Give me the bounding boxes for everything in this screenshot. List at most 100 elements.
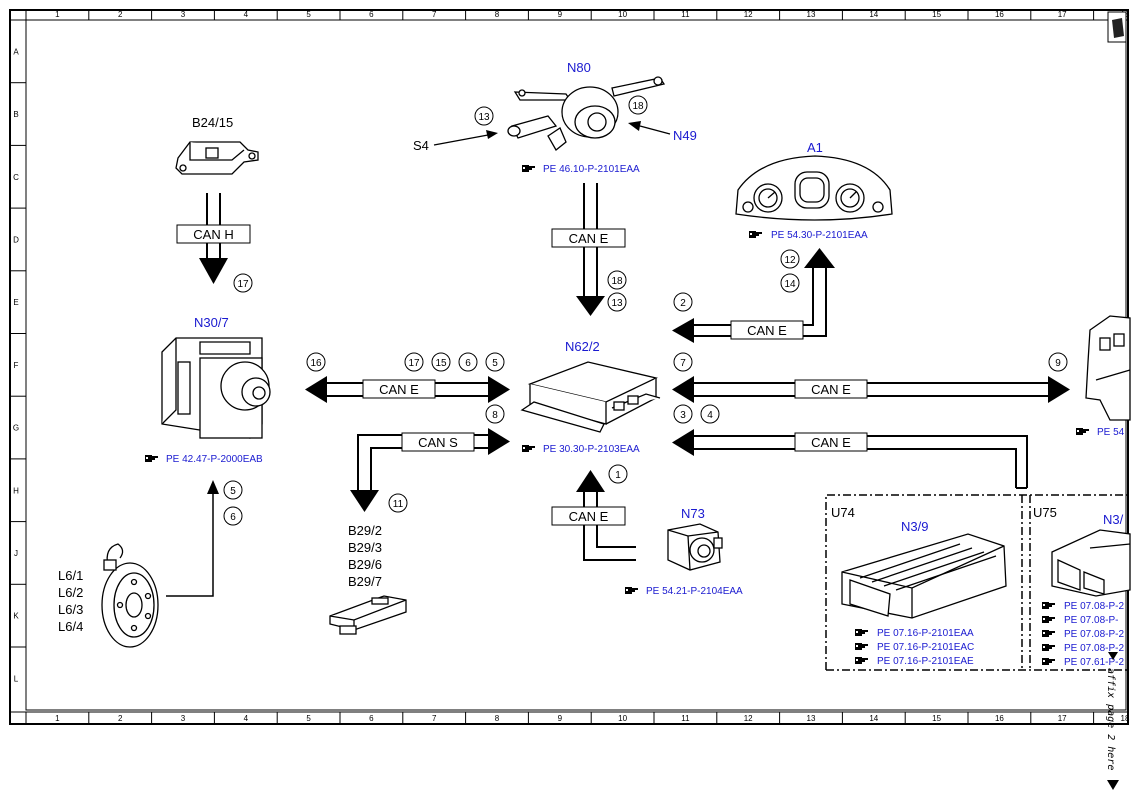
n30-7-ref: PE 42.47-P-2000EAB: [145, 454, 263, 465]
column-number: 3: [181, 714, 186, 723]
svg-text:15: 15: [435, 358, 447, 369]
n3-9-engine-control-unit-icon: [841, 533, 1007, 619]
svg-text:PE 30.30-P-2103EAA: PE 30.30-P-2103EAA: [543, 444, 640, 455]
can-e-right-bus-arrow: CAN E: [672, 376, 1070, 403]
column-number: 3: [181, 10, 186, 19]
svg-text:PE 54.30-P-2101EAA: PE 54.30-P-2101EAA: [771, 230, 868, 241]
callout-8: 8: [485, 404, 505, 424]
can-e-n80-label: CAN E: [569, 231, 609, 246]
column-number: 15: [932, 714, 941, 723]
can-e-left-label: CAN E: [379, 382, 419, 397]
can-e-lower-bus-arrow: CAN E: [672, 429, 1028, 489]
column-number: 16: [995, 714, 1004, 723]
row-letter: D: [13, 235, 19, 244]
column-number: 14: [869, 10, 878, 19]
row-letter: G: [13, 424, 19, 433]
column-number: 5: [306, 714, 311, 723]
column-number: 11: [681, 714, 690, 723]
column-number: 16: [995, 10, 1004, 19]
b24-15-sensor-icon: [175, 141, 259, 175]
column-number: 9: [558, 714, 563, 723]
svg-text:11: 11: [393, 499, 404, 510]
corner-mark-icon: [1107, 11, 1127, 43]
callout-1: 1: [608, 464, 628, 484]
can-e-right-label: CAN E: [811, 382, 851, 397]
column-number: 17: [1058, 714, 1067, 723]
column-number: 13: [807, 10, 816, 19]
callout-13: 13: [607, 292, 627, 312]
column-number: 5: [306, 10, 311, 19]
callout-3: 3: [673, 404, 693, 424]
callout-5-f: 5: [485, 352, 505, 372]
svg-text:5: 5: [230, 486, 236, 497]
b24-15-label: B24/15: [192, 115, 233, 130]
can-s-bus-arrow: CAN S: [350, 428, 510, 512]
can-h-label: CAN H: [193, 227, 233, 242]
svg-text:5: 5: [492, 358, 498, 369]
svg-text:18: 18: [632, 101, 644, 112]
svg-text:4: 4: [707, 410, 713, 421]
u75-ref-2: PE 07.08-P-: [1042, 615, 1118, 626]
a1-ref: PE 54.30-P-2101EAA: [749, 230, 868, 241]
svg-text:13: 13: [611, 298, 623, 309]
n62-2-label: N62/2: [565, 339, 600, 354]
column-number: 7: [432, 714, 437, 723]
can-e-n30-7-bus-arrow: CAN E: [305, 376, 510, 403]
n30-7-abs-unit-icon: [161, 337, 271, 439]
u75-control-unit-icon: [1051, 529, 1131, 597]
l6-4-label: L6/4: [58, 619, 83, 634]
u75-label: U75: [1033, 505, 1057, 520]
n49-pointer-arrow: [628, 121, 671, 135]
b29-7-label: B29/7: [348, 574, 382, 589]
callout-14: 14: [780, 273, 800, 293]
svg-text:17: 17: [408, 358, 420, 369]
l6-1-label: L6/1: [58, 568, 83, 583]
u74-ref-3: PE 07.16-P-2101EAE: [855, 656, 974, 667]
callout-7: 7: [673, 352, 693, 372]
b29-3-label: B29/3: [348, 540, 382, 555]
svg-text:PE 07.08-P-: PE 07.08-P-: [1064, 615, 1118, 626]
can-e-n73-bus-arrow: CAN E: [551, 470, 636, 561]
svg-text:6: 6: [230, 512, 236, 523]
column-number: 4: [244, 10, 249, 19]
column-number: 2: [118, 10, 123, 19]
svg-text:7: 7: [680, 358, 686, 369]
can-e-n80-bus-arrow: CAN E: [551, 183, 626, 316]
n80-label: N80: [567, 60, 591, 75]
callout-2: 2: [673, 292, 693, 312]
can-s-label: CAN S: [418, 435, 458, 450]
column-number: 8: [495, 10, 500, 19]
svg-text:9: 9: [1055, 358, 1061, 369]
n62-2-ref: PE 30.30-P-2103EAA: [522, 444, 640, 455]
column-number: 6: [369, 714, 374, 723]
svg-text:1: 1: [615, 470, 621, 481]
u74-ref-1: PE 07.16-P-2101EAA: [855, 628, 974, 639]
row-letter: J: [14, 549, 18, 558]
column-number: 2: [118, 714, 123, 723]
can-e-a1-label: CAN E: [747, 323, 787, 338]
callout-16: 16: [306, 352, 326, 372]
callout-17: 17: [233, 273, 253, 293]
a1-label: A1: [807, 140, 823, 155]
column-number: 7: [432, 10, 437, 19]
n30-7-label: N30/7: [194, 315, 229, 330]
u74-ref-2: PE 07.16-P-2101EAC: [855, 642, 974, 653]
row-letter: H: [13, 486, 19, 495]
svg-text:8: 8: [492, 410, 498, 421]
n80-steering-column-module-icon: [507, 76, 666, 151]
column-number: 10: [618, 714, 627, 723]
callout-11: 11: [388, 493, 408, 513]
column-number: 1: [55, 10, 60, 19]
callout-6-h: 6: [223, 506, 243, 526]
can-e-n73-label: CAN E: [569, 509, 609, 524]
callout-4: 4: [700, 404, 720, 424]
right-ref: PE 54: [1076, 427, 1125, 438]
partial-control-unit-icon: [1085, 315, 1131, 421]
svg-text:PE 07.08-P-2: PE 07.08-P-2: [1064, 629, 1124, 640]
svg-text:PE 07.16-P-2101EAC: PE 07.16-P-2101EAC: [877, 642, 974, 653]
column-number: 6: [369, 10, 374, 19]
svg-text:PE 46.10-P-2101EAA: PE 46.10-P-2101EAA: [543, 164, 640, 175]
